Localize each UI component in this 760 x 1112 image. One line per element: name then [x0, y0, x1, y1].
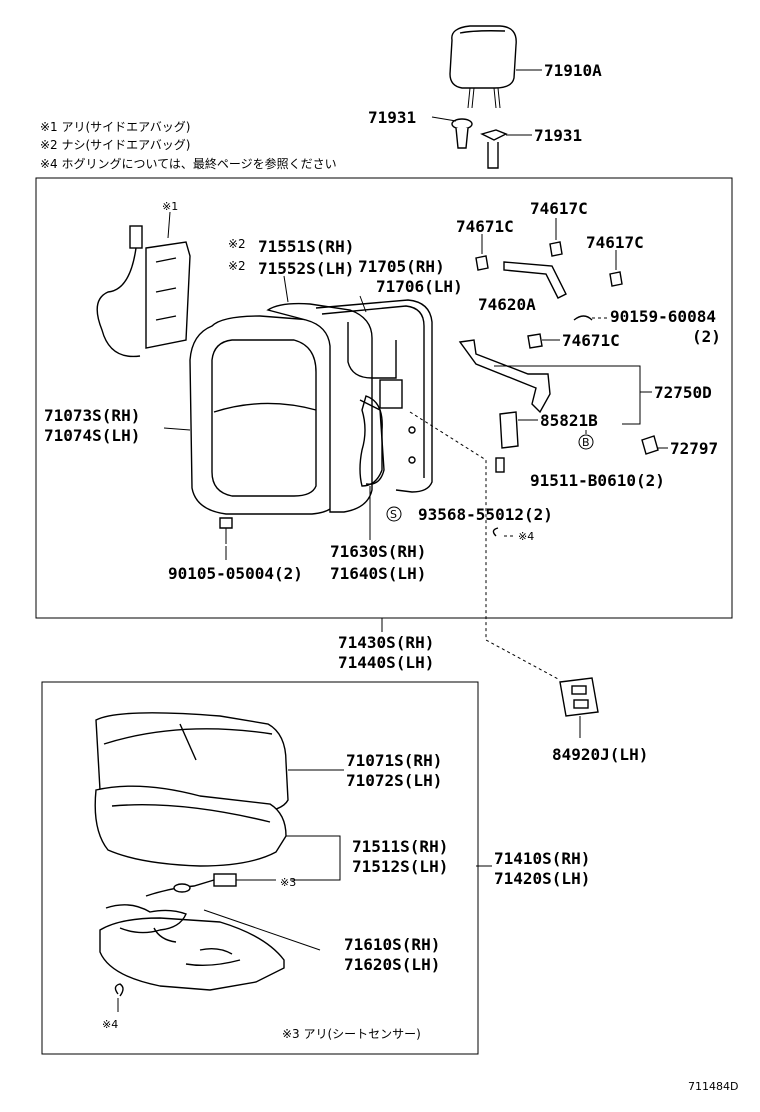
headrest-drawing	[449, 25, 517, 109]
label-85821b: 85821B	[540, 411, 598, 430]
label-71640s: 71640S(LH)	[330, 564, 426, 583]
label-71620s: 71620S(LH)	[344, 955, 440, 974]
screw-90105	[219, 517, 233, 544]
label-74620a: 74620A	[478, 295, 536, 314]
hog-ring-back-icon	[492, 527, 499, 537]
label-72750d: 72750D	[654, 383, 712, 402]
label-71073s: 71073S(RH)	[44, 406, 140, 425]
seatback-spring-drawing	[359, 395, 383, 487]
label-71705: 71705(RH)	[358, 257, 445, 276]
label-71420s: 71420S(LH)	[494, 869, 590, 888]
label-71610s: 71610S(RH)	[344, 935, 440, 954]
marker-4-back: ※4	[518, 530, 534, 543]
label-71630s: 71630S(RH)	[330, 542, 426, 561]
label-71440s: 71440S(LH)	[338, 653, 434, 672]
symbol-b: B	[582, 436, 590, 449]
marker-2b: ※2	[228, 259, 246, 273]
cushion-frame-drawing	[99, 904, 285, 991]
label-93568: 93568-55012(2)	[418, 505, 553, 524]
label-71931-right: 71931	[534, 126, 582, 145]
cover-74671c-mid-icon	[527, 333, 543, 349]
marker-4-cushion: ※4	[102, 1018, 118, 1031]
label-71512s: 71512S(LH)	[352, 857, 448, 876]
note-airbag-no: ※2 ナシ(サイドエアバッグ)	[40, 138, 190, 152]
switch-84920j	[559, 677, 599, 717]
label-72797: 72797	[670, 439, 718, 458]
headrest-guide-right	[480, 129, 508, 169]
bracket-72750d	[458, 339, 551, 414]
headrest-guide-left	[451, 118, 473, 149]
label-71074s: 71074S(LH)	[44, 426, 140, 445]
symbol-s-circle	[386, 506, 402, 522]
label-71071s: 71071S(RH)	[346, 751, 442, 770]
note-hog-ring: ※4 ホグリングについては、最終ページを参照ください	[40, 156, 337, 171]
label-91511: 91511-B0610(2)	[530, 471, 665, 490]
label-74617c-top: 74617C	[530, 199, 588, 218]
label-74671c-top: 74671C	[456, 217, 514, 236]
label-71706: 71706(LH)	[376, 277, 463, 296]
label-71430s: 71430S(RH)	[338, 633, 434, 652]
label-84920j: 84920J(LH)	[552, 745, 648, 764]
note-airbag-yes: ※1 アリ(サイドエアバッグ)	[40, 120, 190, 134]
cushion-pad-drawing	[94, 785, 287, 867]
cover-74617c-top-icon	[549, 241, 563, 257]
label-71511s: 71511S(RH)	[352, 837, 448, 856]
seatback-frame-drawing	[315, 299, 433, 493]
seatback-cover-drawing	[189, 315, 341, 515]
label-71410s: 71410S(RH)	[494, 849, 590, 868]
marker-3: ※3	[280, 876, 296, 889]
label-74671c-mid: 74671C	[562, 331, 620, 350]
label-90159: 90159-60084	[610, 307, 716, 326]
footnote-seat-sensor: ※3 アリ(シートセンサー)	[282, 1027, 421, 1041]
label-90105: 90105-05004(2)	[168, 564, 303, 583]
label-71931-left: 71931	[368, 108, 416, 127]
switch-85821b	[495, 411, 519, 473]
marker-1: ※1	[162, 200, 178, 213]
label-71551s: 71551S(RH)	[258, 237, 354, 256]
label-71910a: 71910A	[544, 61, 602, 80]
label-71072s: 71072S(LH)	[346, 771, 442, 790]
cover-74671c-top-icon	[475, 255, 489, 271]
label-74617c-right: 74617C	[586, 233, 644, 252]
marker-2a: ※2	[228, 237, 246, 251]
seatback-pad-drawing	[266, 302, 373, 513]
symbol-b-circle	[578, 434, 594, 450]
cushion-group-box	[41, 681, 479, 1055]
side-airbag-module	[96, 225, 191, 358]
label-71552s: 71552S(LH)	[258, 259, 354, 278]
cover-74617c-right-icon	[609, 271, 623, 287]
seatback-group-box	[35, 177, 733, 619]
bolt-90159-icon	[573, 315, 593, 321]
symbol-s: S	[390, 508, 397, 521]
handle-74620a	[503, 261, 567, 299]
seat-sensor-harness	[145, 873, 237, 897]
figure-id: 711484D	[688, 1080, 738, 1093]
hog-ring-cushion-icon	[114, 983, 124, 997]
knob-72797-icon	[641, 435, 659, 455]
label-90159-qty: (2)	[692, 327, 721, 346]
